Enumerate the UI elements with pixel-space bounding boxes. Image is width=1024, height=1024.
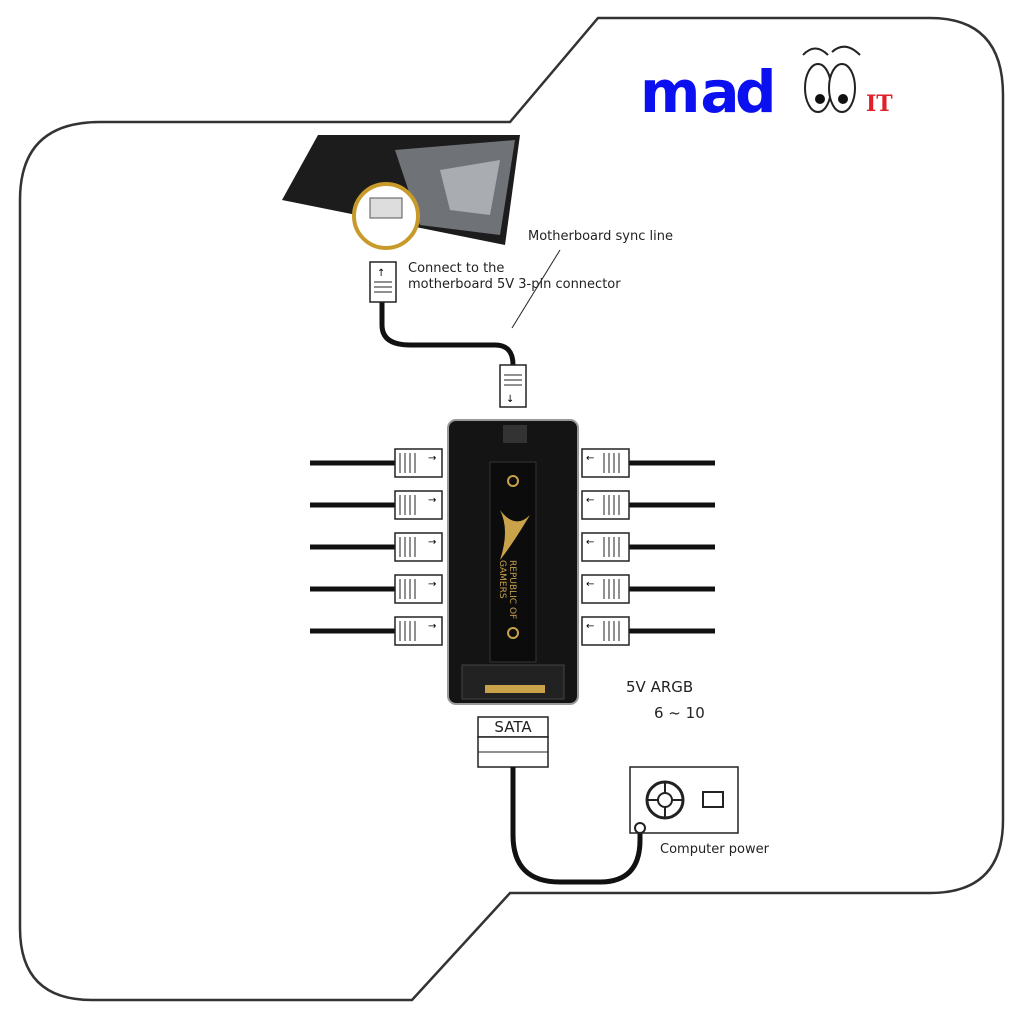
svg-text:→: → <box>428 537 436 548</box>
logo-text-d: d <box>735 58 777 126</box>
argb-hub: REPUBLIC OF GAMERS <box>447 419 579 705</box>
label-argb-count: 6 ~ 10 <box>654 704 705 722</box>
hub-brand-line1: REPUBLIC OF <box>507 560 517 619</box>
svg-text:←: ← <box>586 621 594 632</box>
frame-border <box>18 16 1005 1002</box>
label-sync-line: Motherboard sync line <box>528 229 673 244</box>
label-sata: SATA <box>494 718 532 736</box>
argb-port-right-4: ← <box>581 574 715 604</box>
argb-port-right-1: ← <box>581 448 715 478</box>
power-cable <box>510 767 643 885</box>
argb-ports: → ← → ← → ← → ← → ← <box>310 448 715 646</box>
label-computer-power: Computer power <box>660 842 770 857</box>
svg-text:←: ← <box>586 579 594 590</box>
logo-text-ma: ma <box>640 58 740 126</box>
argb-port-right-5: ← <box>581 616 715 646</box>
svg-text:→: → <box>428 495 436 506</box>
svg-text:→: → <box>428 579 436 590</box>
sata-connector: SATA <box>477 716 549 768</box>
argb-port-left-1: → <box>310 448 443 478</box>
svg-text:→: → <box>428 621 436 632</box>
hub-brand-line2: GAMERS <box>497 560 507 599</box>
argb-port-right-3: ← <box>581 532 715 562</box>
psu-icon <box>629 766 739 834</box>
mb-connector-top: ↑ <box>369 261 397 303</box>
svg-text:←: ← <box>586 495 594 506</box>
svg-text:←: ← <box>586 537 594 548</box>
label-argb: 5V ARGB <box>626 678 693 696</box>
label-connect-2: motherboard 5V 3-pin connector <box>408 277 621 292</box>
label-connect-1: Connect to the <box>408 261 504 276</box>
motherboard-image <box>282 135 520 250</box>
argb-port-left-3: → <box>310 532 443 562</box>
sync-cable <box>379 300 516 366</box>
argb-port-left-2: → <box>310 490 443 520</box>
svg-text:←: ← <box>586 453 594 464</box>
argb-port-left-5: → <box>310 616 443 646</box>
brand-logo: ma d IT <box>640 45 893 126</box>
argb-port-right-2: ← <box>581 490 715 520</box>
svg-text:↑: ↑ <box>377 268 385 279</box>
svg-text:→: → <box>428 453 436 464</box>
svg-text:↓: ↓ <box>506 394 514 405</box>
mb-connector-bottom: ↓ <box>499 364 527 408</box>
sync-line-pointer <box>511 249 561 329</box>
logo-text-it: IT <box>866 91 893 117</box>
argb-port-left-4: → <box>310 574 443 604</box>
